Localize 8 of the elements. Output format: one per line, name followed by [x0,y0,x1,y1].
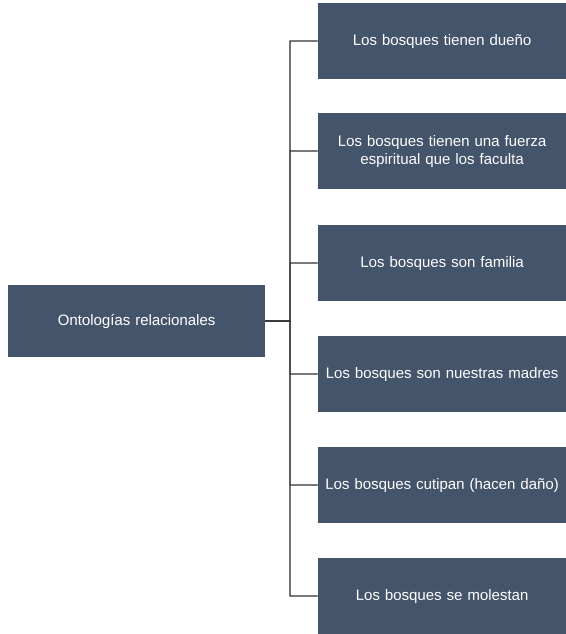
text-box: Los bosques son nuestras madres [318,336,566,412]
text-box: Ontologías relacionales [8,285,265,357]
text-box: Los bosques tienen una fuerza espiritual que los faculta [318,113,566,189]
text-box: Los bosques cutipan (hacen daño) [318,447,566,523]
connector-line [265,320,318,597]
text-box: Los bosques se molestan [318,558,566,634]
text-box: Los bosques son familia [318,225,566,301]
text-box: Los bosques tienen dueño [318,3,566,79]
